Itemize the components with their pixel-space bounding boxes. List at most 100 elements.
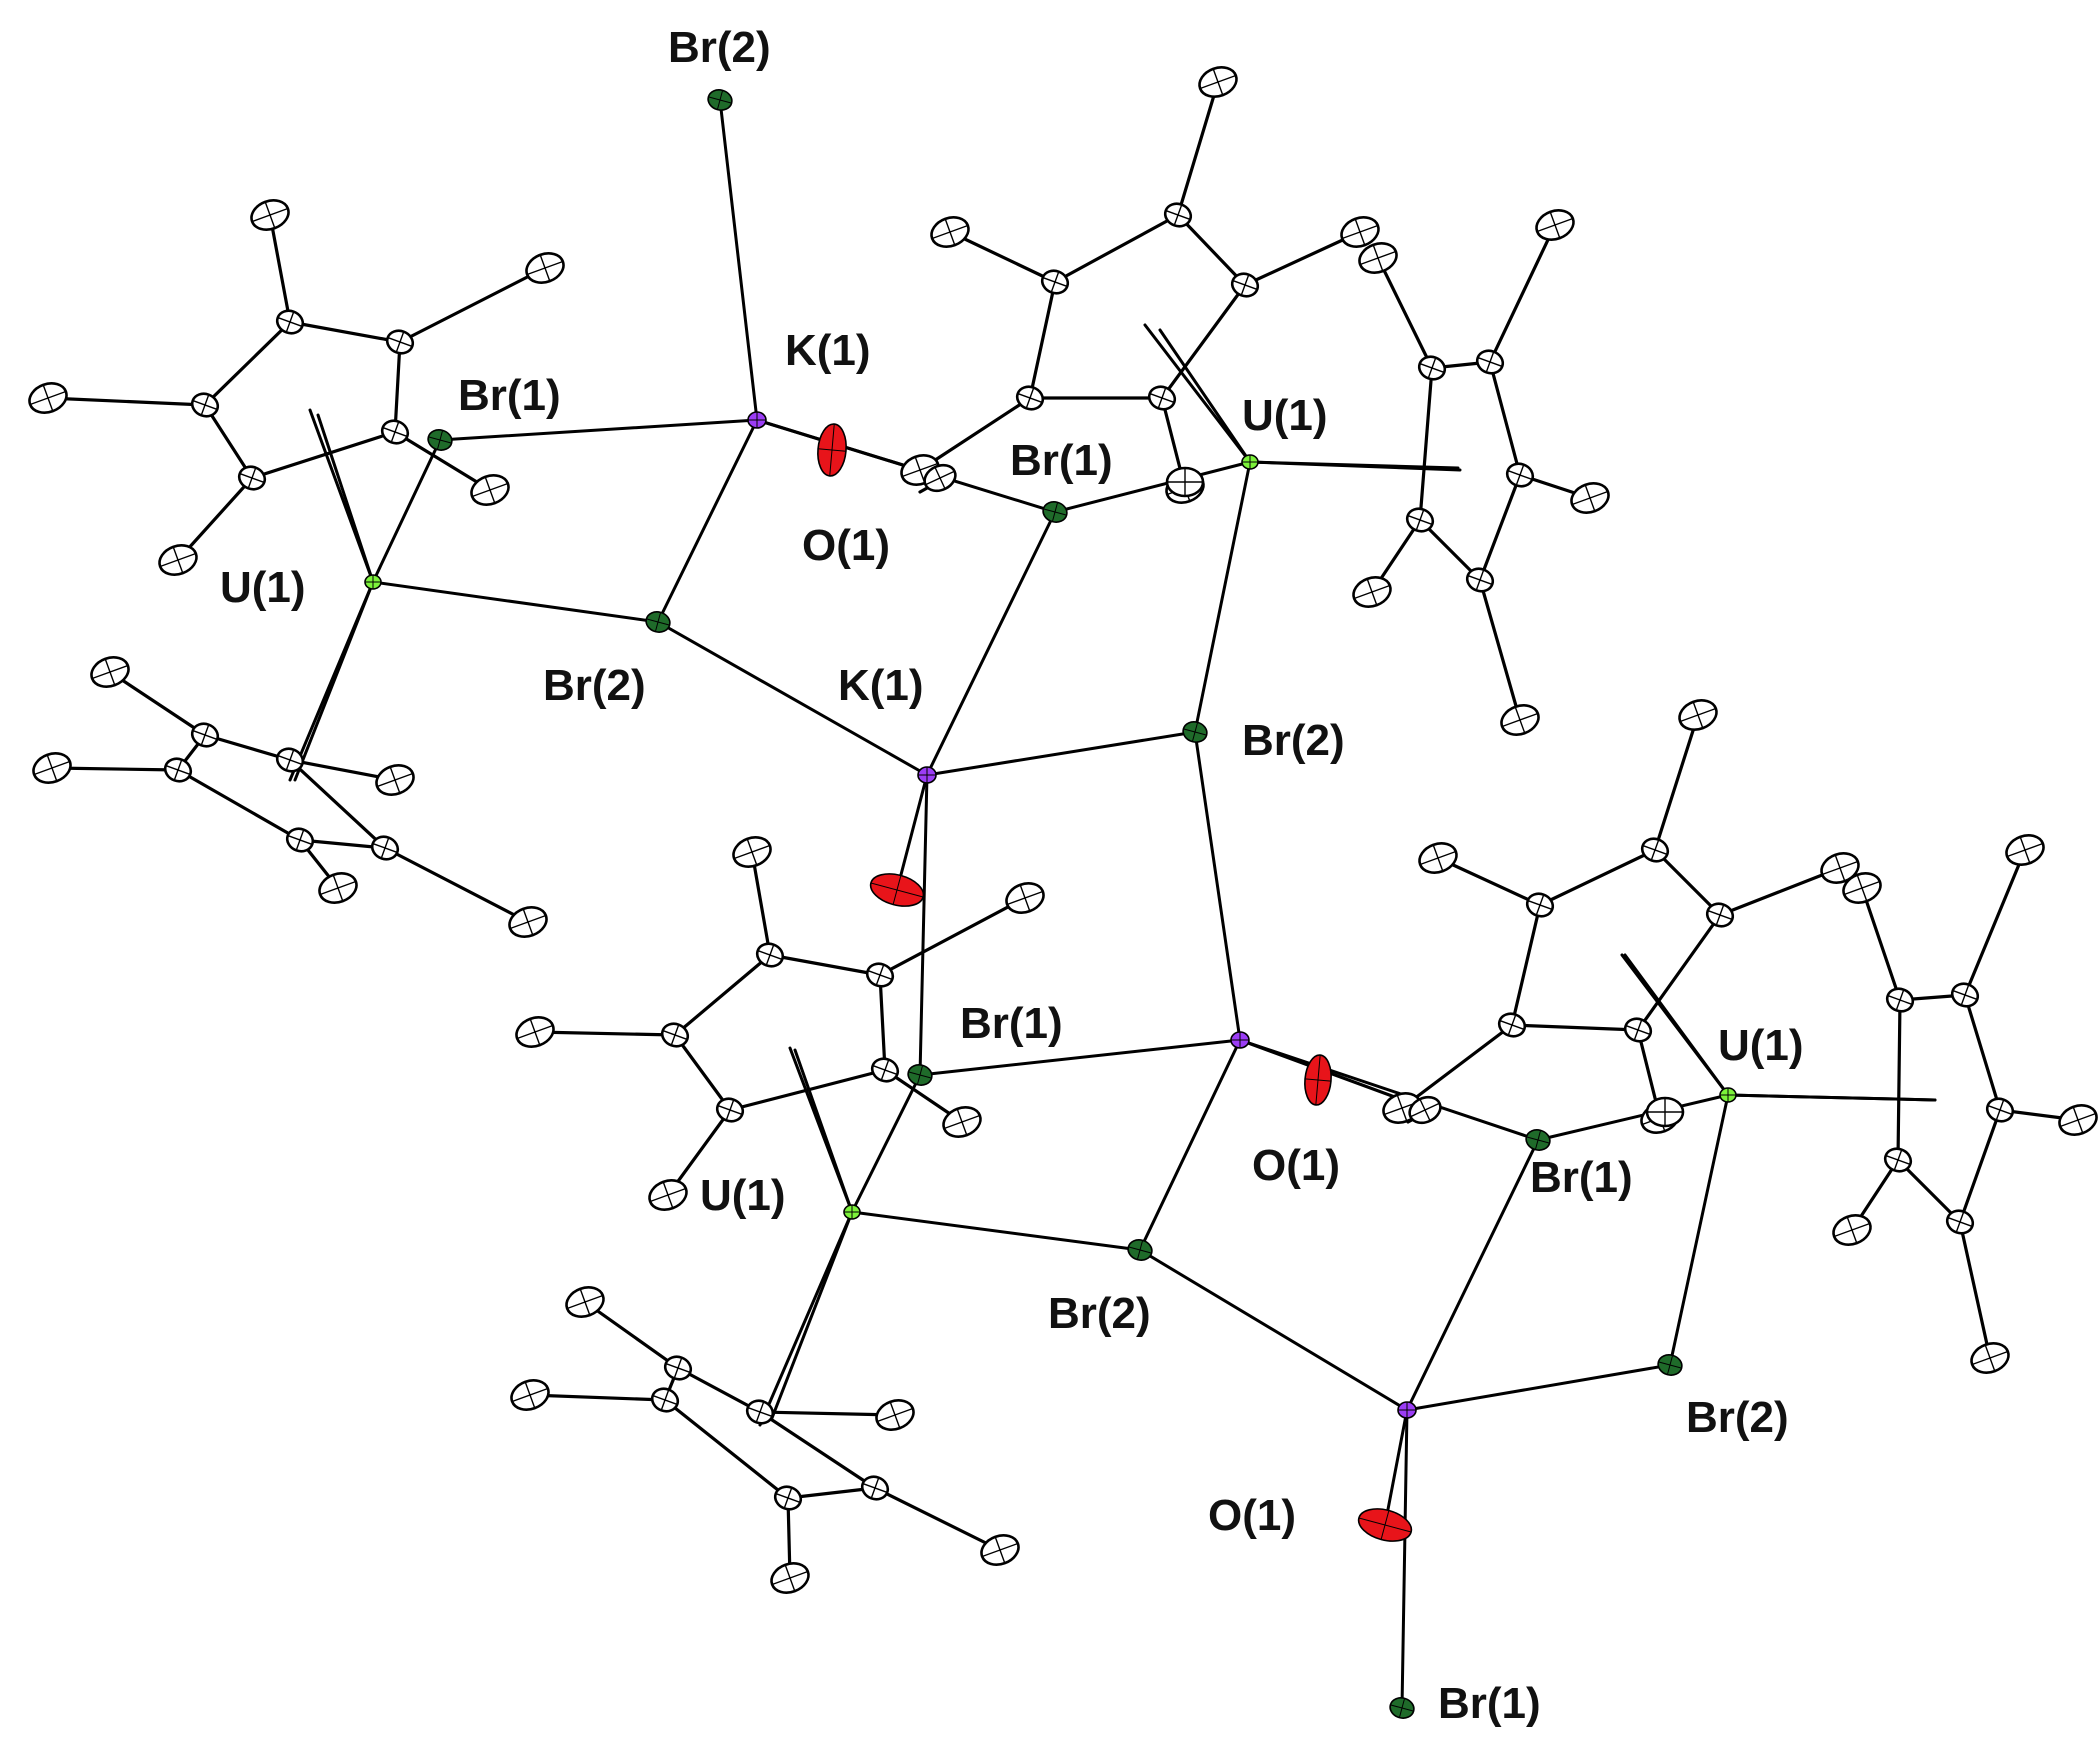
carbon-atom [660, 1022, 690, 1048]
framework-bond [371, 438, 442, 584]
cp-ring-bond [758, 1410, 877, 1490]
carbon-atom [1623, 1017, 1653, 1043]
br2-atom [1182, 721, 1208, 743]
carbon-atom [190, 722, 220, 748]
carbon-atom [2005, 834, 2045, 866]
k1-atom-octant-lines [748, 412, 766, 428]
carbon-octant-lines [387, 331, 413, 353]
carbon-octant-lines [981, 1536, 1019, 1564]
carbon-atom [525, 252, 565, 284]
cp-ring-bond [288, 758, 387, 850]
carbon-octant-lines [1821, 854, 1859, 882]
o1-atom-octant-lines [1305, 1055, 1331, 1105]
carbon-atom [163, 757, 193, 783]
carbon-atom [565, 1286, 605, 1318]
carbon-octant-lines [1477, 351, 1503, 373]
framework-bond [850, 1073, 922, 1214]
u1-atom-octant-lines [844, 1205, 860, 1219]
br1-atom-octant-lines [1526, 1130, 1550, 1150]
cp-ring-bond [176, 768, 302, 842]
br1-atom-octant-lines [1390, 1698, 1414, 1718]
cp-methyl-bond [528, 1393, 667, 1402]
carbon-atom [1040, 269, 1070, 295]
carbon-octant-lines [1707, 904, 1733, 926]
carbon-octant-lines [1042, 271, 1068, 293]
br2-atom [645, 611, 671, 633]
carbon-atom [942, 1106, 982, 1138]
carbon-octant-lines [862, 1477, 888, 1499]
carbon-atom [732, 836, 772, 868]
cp-ring-bond [1510, 903, 1542, 1027]
carbon-octant-lines [1017, 387, 1043, 409]
carbon-octant-lines [1642, 839, 1668, 861]
carbon-atom [1198, 66, 1238, 98]
carbon-atom [980, 1534, 1020, 1566]
carbon-octant-lines [1467, 569, 1493, 591]
cp-methyl-bond [1376, 256, 1434, 370]
carbon-atom [745, 1399, 775, 1425]
framework-bond [918, 773, 929, 1077]
carbon-atom [90, 656, 130, 688]
bond-layer [46, 80, 2080, 1710]
carbon-octant-lines [901, 456, 939, 484]
label-k1-top: K(1) [785, 326, 871, 375]
label-br2-mid-right: Br(2) [1242, 716, 1345, 765]
carbon-octant-lines [733, 838, 771, 866]
label-br1-mid: Br(1) [960, 999, 1063, 1048]
cp-methyl-bond [268, 213, 292, 324]
br1-atom [1042, 501, 1068, 523]
atom-layer [28, 66, 2098, 1719]
carbon-octant-lines [526, 254, 564, 282]
carbon-atom [28, 382, 68, 414]
carbon-atom [1147, 385, 1177, 411]
cp-ring-bond [288, 320, 402, 344]
carbon-atom [508, 906, 548, 938]
cp-ring-bond [250, 430, 397, 480]
carbon-atom [1705, 902, 1735, 928]
framework-bond [1400, 1408, 1409, 1710]
o1-atom [869, 873, 925, 907]
cp-ring-bond [203, 733, 292, 762]
cp-methyl-bond [1653, 713, 1700, 852]
cp-ring-bond [1636, 913, 1722, 1032]
carbon-octant-lines [1987, 1099, 2013, 1121]
u1-atom [843, 1204, 861, 1220]
carbon-octant-lines [1952, 984, 1978, 1006]
carbon-octant-lines [376, 766, 414, 794]
br1-atom-octant-lines [908, 1065, 932, 1085]
u1-atom-octant-lines [1242, 455, 1258, 469]
cp-methyl-bond [1436, 856, 1542, 907]
framework-bond [371, 580, 660, 624]
carbon-octant-lines [1006, 884, 1044, 912]
carbon-octant-lines [1527, 894, 1553, 916]
br2-atom [1127, 1239, 1153, 1261]
carbon-atom [663, 1355, 693, 1381]
carbon-atom [375, 764, 415, 796]
label-u1-top-left: U(1) [220, 563, 306, 612]
carbon-octant-lines [771, 1564, 809, 1592]
carbon-atom [1645, 1096, 1685, 1128]
carbon-atom [190, 392, 220, 418]
cp-ring-bond [1418, 366, 1434, 522]
br1-atom [1525, 1129, 1551, 1151]
u-centroid-bond [288, 580, 375, 782]
u1-atom-octant-lines [1720, 1088, 1736, 1102]
carbon-octant-lines [2059, 1106, 2097, 1134]
carbon-octant-lines [159, 546, 197, 574]
label-o1-bottom: O(1) [1208, 1491, 1296, 1540]
u-centroid-bond [1248, 460, 1462, 472]
cp-ring-bond [1958, 1108, 2002, 1224]
carbon-octant-lines [1149, 387, 1175, 409]
carbon-octant-lines [925, 466, 955, 490]
cp-methyl-bond [948, 230, 1057, 284]
framework-bond [1053, 460, 1252, 514]
framework-bond [925, 510, 1057, 777]
label-br2-lower: Br(2) [1048, 1289, 1151, 1338]
carbon-atom [1417, 355, 1447, 381]
carbon-atom [1475, 349, 1505, 375]
carbon-atom [1640, 837, 1670, 863]
cp-methyl-bond [533, 1030, 677, 1037]
u-centroid-bond [1726, 1093, 1937, 1102]
carbon-octant-lines [277, 311, 303, 333]
carbon-octant-lines [509, 908, 547, 936]
